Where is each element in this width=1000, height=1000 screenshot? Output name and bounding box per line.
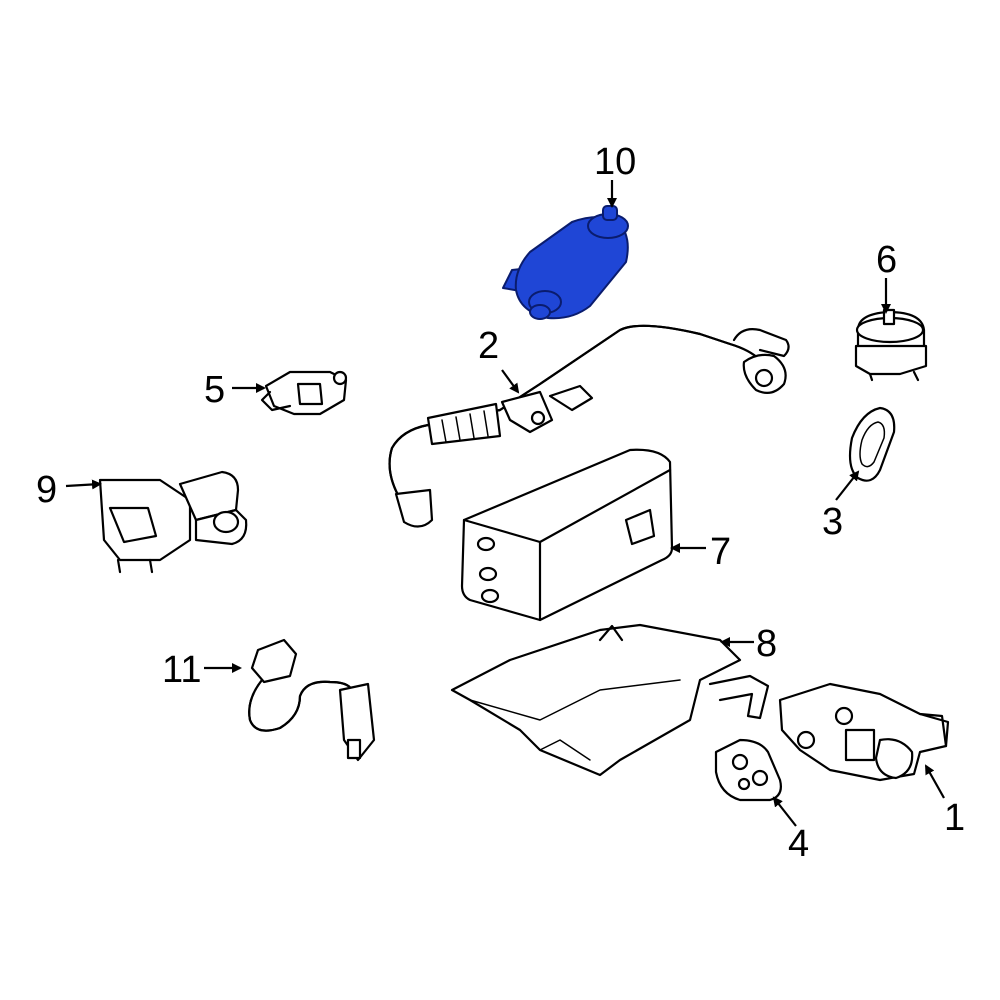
- callout-4: 4: [788, 823, 809, 865]
- part-10-filter[interactable]: [502, 205, 629, 320]
- part-6-valve[interactable]: [854, 308, 928, 382]
- leader-4: [772, 796, 797, 827]
- part-8-tray[interactable]: [450, 623, 770, 777]
- leader-3: [835, 470, 860, 501]
- part-5-sensor[interactable]: [260, 370, 348, 416]
- callout-3: 3: [822, 501, 843, 543]
- callout-10: 10: [594, 141, 636, 183]
- callout-2: 2: [478, 325, 499, 367]
- leader-9: [65, 479, 102, 490]
- callout-7: 7: [710, 531, 731, 573]
- leader-2: [501, 369, 520, 394]
- callout-8: 8: [756, 623, 777, 665]
- callout-6: 6: [876, 239, 897, 281]
- part-3-gasket[interactable]: [848, 406, 896, 482]
- part-11-o2-sensor[interactable]: [248, 638, 376, 762]
- leader-1: [925, 764, 945, 799]
- callout-5: 5: [204, 369, 225, 411]
- callout-9: 9: [36, 469, 57, 511]
- part-1-egr-valve[interactable]: [778, 682, 950, 782]
- leader-lines: [65, 180, 945, 827]
- part-7-canister[interactable]: [460, 448, 674, 622]
- callout-1: 1: [944, 797, 965, 839]
- part-4-gasket[interactable]: [714, 738, 782, 802]
- callout-labels: 10 2 6 3 5 9 7 8 11 1 4: [36, 141, 965, 865]
- part-9-valve[interactable]: [98, 470, 248, 574]
- callout-11: 11: [162, 649, 201, 691]
- part-2-tube[interactable]: [388, 324, 790, 528]
